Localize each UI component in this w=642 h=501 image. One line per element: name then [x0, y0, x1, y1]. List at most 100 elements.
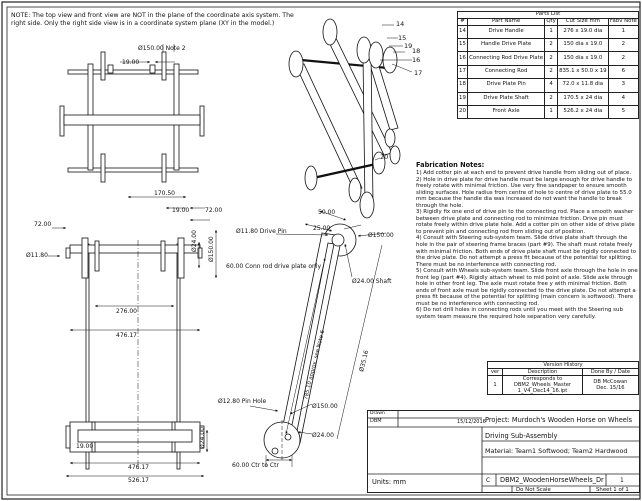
dim-side-d150a: Ø150.00 — [368, 232, 394, 239]
fabrication-notes-title: Fabrication Notes: — [416, 161, 485, 169]
part-name: Connecting Rod — [466, 64, 546, 80]
dim-front-d150: Ø150.00 — [208, 236, 215, 262]
dim-top-d150: Ø150.00 Note 2 — [138, 45, 186, 52]
label-shaft: Ø24.00 Shaft — [352, 278, 392, 285]
callout-16: 16 — [412, 56, 420, 64]
parts-header-num: # — [457, 17, 468, 26]
callout-15: 15 — [398, 34, 406, 42]
part-num: 17 — [457, 64, 468, 80]
label-pin-hole: Ø12.80 Pin Hole — [218, 398, 267, 405]
part-qty: 4 — [544, 78, 558, 93]
note-item: 2) Hole in drive plate for drive handle … — [416, 176, 633, 209]
callout-14: 14 — [396, 20, 404, 28]
rev-desc-line: Corresponds to — [522, 376, 563, 382]
dim-side-50: 50.00 — [318, 209, 335, 216]
dim-top-19: 19.00 — [122, 59, 139, 66]
part-cut: 170.5 x 24 dia — [556, 91, 609, 106]
parts-header-cut: Cut Size mm — [556, 17, 609, 26]
front-view — [65, 237, 205, 470]
part-cut: 526.2 x 24 dia — [556, 104, 609, 120]
dim-front-left: Ø11.80 — [26, 252, 48, 259]
part-num: 18 — [457, 78, 468, 93]
part-cut: 150 dia x 19.0 — [556, 51, 609, 66]
table-row: 18 Drive Plate Pin 4 72.0 x 11.8 dia 3 — [457, 78, 640, 93]
table-row: 17 Connecting Rod 2 835.1 x 50.0 x 19 6 — [457, 64, 640, 80]
tb-title: Driving Sub-Assembly — [485, 432, 558, 440]
part-note: 1 — [607, 24, 640, 39]
part-qty: 2 — [544, 51, 558, 66]
label-ctr: 60.00 Ctr to Ctr — [232, 462, 279, 469]
rev-desc: Corresponds to DBM2_Wheels_Master 1_V4_D… — [502, 375, 583, 395]
rev-header-done: Done By / Date — [581, 368, 640, 376]
rev-desc-line: DBM2_Wheels_Master — [513, 382, 572, 388]
part-num: 20 — [457, 104, 468, 120]
tb-scale: Do Not Scale — [516, 487, 551, 493]
rev-done: DB McCowan Dec. 15/16 — [581, 375, 640, 395]
rev-done-line: Dec. 15/16 — [596, 385, 625, 391]
note-item: 1) Add cotter pin at each end to prevent… — [416, 170, 632, 176]
dim-front-476b: 476.17 — [128, 464, 149, 471]
rev-header-desc: Description — [502, 368, 583, 376]
note-item: 4) Consult with Steering sub-system team… — [416, 235, 637, 268]
part-qty: 2 — [544, 64, 558, 80]
part-note: 4 — [607, 91, 640, 106]
dim-side-835: Ø35.16 — [358, 349, 370, 372]
dim-front-19b: 19.00 — [76, 443, 93, 450]
part-note: 2 — [607, 37, 640, 53]
revision-title: Version History — [487, 361, 639, 369]
dim-front-d24: Ø24.00 — [191, 230, 198, 252]
part-qty: 1 — [544, 24, 558, 39]
dim-front-476: 476.17 — [116, 332, 137, 339]
side-dimension-lines — [249, 210, 387, 467]
side-view — [263, 223, 357, 460]
rev-ver: 1 — [486, 375, 504, 395]
part-cut: 72.0 x 11.8 dia — [556, 78, 609, 93]
parts-header-qty: Qty — [544, 17, 558, 26]
tb-project: Project: Murdoch's Wooden Horse on Wheel… — [485, 416, 633, 424]
part-name: Front Axle — [466, 104, 546, 120]
part-cut: 150 dia x 19.0 — [556, 37, 609, 53]
isometric-view — [288, 18, 413, 219]
part-qty: 1 — [544, 104, 558, 120]
fabrication-notes: 1) Add cotter pin at each end to prevent… — [416, 170, 638, 321]
dim-front-276: 276.00 — [116, 308, 137, 315]
part-name: Drive Plate Pin — [466, 78, 546, 93]
part-note: 6 — [607, 64, 640, 80]
dim-front-170: 170.50 — [154, 190, 175, 197]
table-row: 14 Drive Handle 1 276 x 19.0 dia 1 — [457, 24, 640, 39]
part-qty: 2 — [544, 37, 558, 53]
note-item: 3) Rigidly fix one end of drive pin to t… — [416, 209, 635, 235]
label-conn-plate: 60.00 Conn rod drive plate only — [226, 263, 322, 270]
parts-header-name: Part Name — [466, 17, 546, 26]
tb-sheet: Sheet 1 of 1 — [596, 487, 629, 493]
part-name: Connecting Rod Drive Plate — [466, 51, 546, 66]
part-note: 3 — [607, 78, 640, 93]
part-num: 19 — [457, 91, 468, 106]
table-row: 1 Corresponds to DBM2_Wheels_Master 1_V4… — [486, 375, 640, 395]
dim-side-d24: Ø24.00 — [312, 432, 334, 439]
dim-side-d150b: Ø150.00 — [312, 403, 338, 410]
part-name: Handle Drive Plate — [466, 37, 546, 53]
dim-side-25: 25.00 — [313, 225, 330, 232]
title-block-lines — [367, 410, 640, 493]
note-item: 6) Do not drill holes in connecting rods… — [416, 307, 623, 321]
part-num: 15 — [457, 37, 468, 53]
callout-17: 17 — [414, 69, 422, 77]
title-block — [367, 410, 640, 493]
part-note: 2 — [607, 51, 640, 66]
tb-size: C — [486, 477, 491, 484]
parts-header-note: Fabv Note — [607, 17, 640, 26]
view-note: NOTE: The top view and front view are NO… — [11, 12, 294, 27]
note-item: 5) Consult with Wheels sub-system team. … — [416, 268, 638, 307]
callout-18: 18 — [412, 47, 420, 55]
part-num: 16 — [457, 51, 468, 66]
top-view — [59, 44, 205, 183]
table-row: 20 Front Axle 1 526.2 x 24 dia 5 — [457, 104, 640, 120]
part-name: Drive Handle — [466, 24, 546, 39]
label-drive-pin: Ø11.80 Drive Pin — [236, 228, 287, 235]
rev-header-ver: ver — [486, 368, 504, 376]
part-cut: 276 x 19.0 dia — [556, 24, 609, 39]
tb-dwg-no: DBM2_WoodenHorseWheels_Drivi — [500, 476, 604, 484]
tb-material: Material: Team1 Softwood; Team2 Hardwood — [485, 447, 628, 455]
